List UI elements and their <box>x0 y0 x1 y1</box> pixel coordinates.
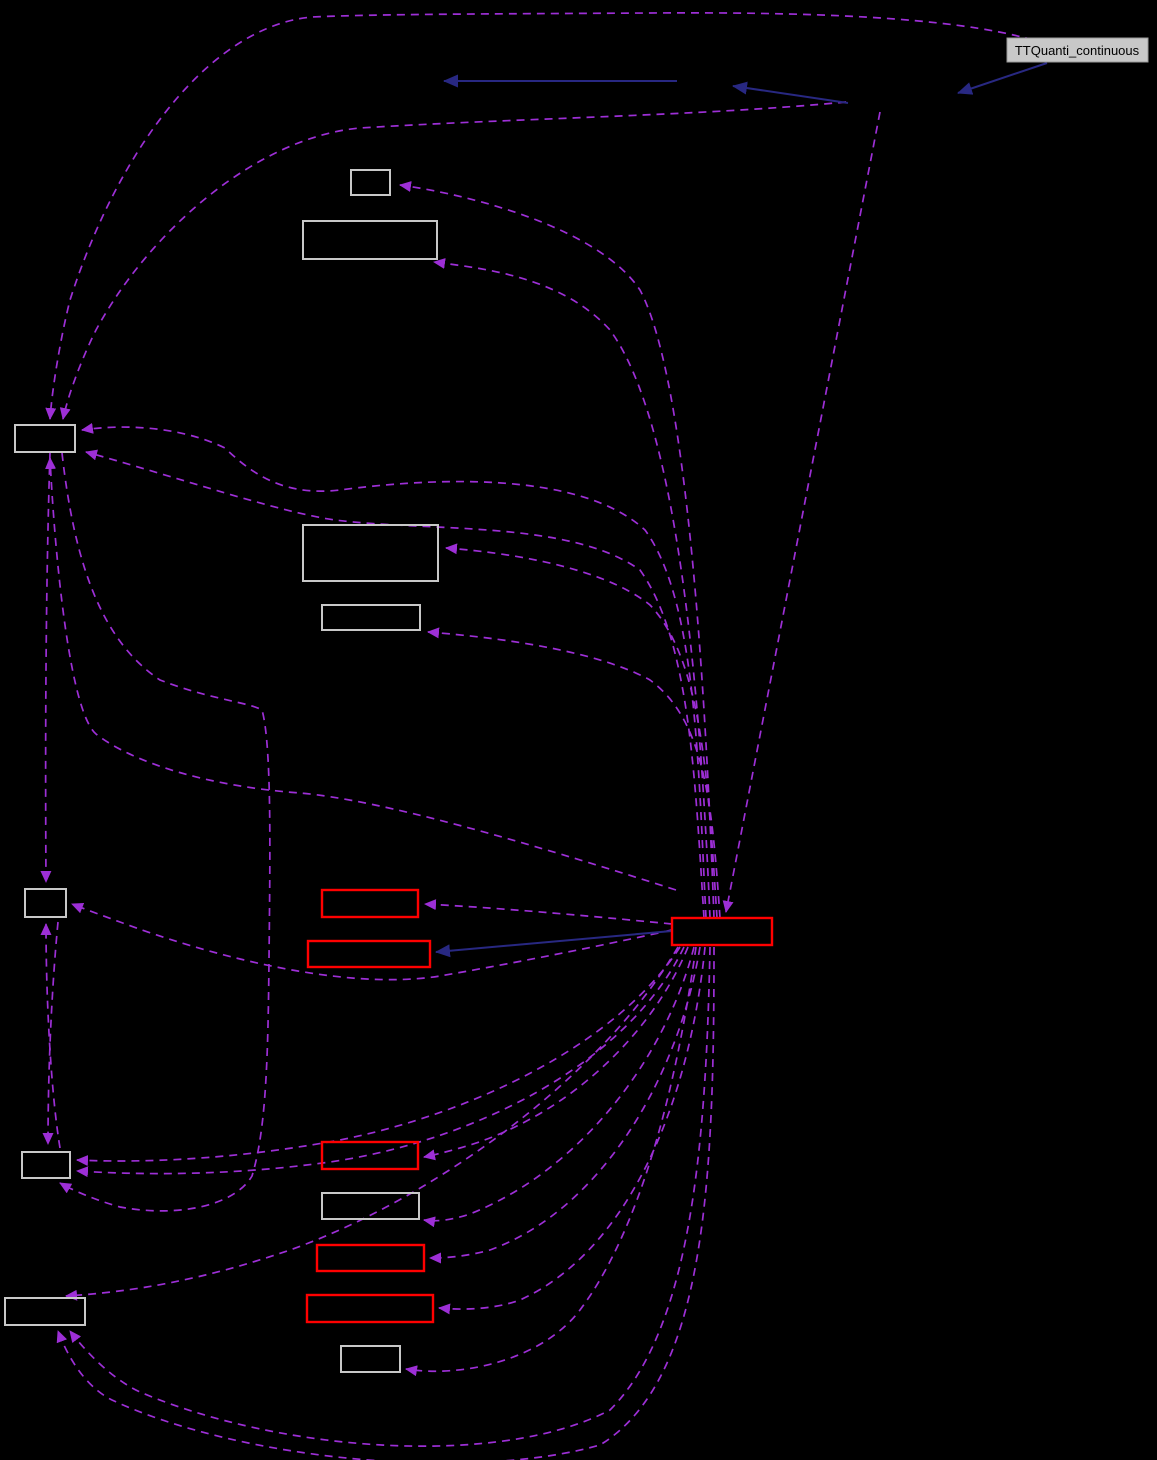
graph-node-red-bottom-2[interactable] <box>315 1243 426 1273</box>
current-node: TTQuanti_continuous <box>1006 37 1149 63</box>
dashed-edge-to-mid-large-box <box>445 543 718 919</box>
dashed-edge-to-left-box15-top <box>65 946 679 1301</box>
dashed-edge-group <box>40 12 1034 1460</box>
graph-node-red-mid-2[interactable] <box>306 939 432 969</box>
solid-edge-top-short <box>732 81 849 104</box>
dashed-edge-to-box14 <box>405 946 697 1377</box>
dashed-edge-to-left-small-box <box>71 902 673 981</box>
dashed-edge-leftcol-2-down <box>42 921 59 1145</box>
dashed-edge-long-vertical-270 <box>59 452 271 1212</box>
graph-node-red-mid-1[interactable] <box>320 888 420 919</box>
dashed-edge-to-box11 <box>423 946 695 1228</box>
dashed-edge-wavy-left-lower <box>85 449 705 919</box>
graph-node-top-wide[interactable] <box>302 220 438 260</box>
solid-edge-from-label <box>957 62 1048 95</box>
graph-node-left-lower[interactable] <box>21 1151 71 1179</box>
dashed-edge-lens-to-box3-bottom <box>45 457 677 891</box>
graph-node-red-bottom-3[interactable] <box>305 1293 435 1324</box>
dashed-edge-to-red-box7 <box>424 899 673 925</box>
graph-node-red-bottom-1[interactable] <box>320 1140 420 1171</box>
graph-node-mid-large[interactable] <box>302 524 439 582</box>
dashed-edge-to-wide-top-box <box>433 258 711 919</box>
dashed-edge-to-red-box12 <box>429 946 701 1264</box>
current-node-label: TTQuanti_continuous <box>1015 43 1140 58</box>
dashed-edge-wavy-left-upper <box>81 422 707 919</box>
graph-node-bottom-small[interactable] <box>340 1345 401 1373</box>
dashed-edge-to-left-box9-b <box>76 946 685 1178</box>
truncated-node-group <box>305 888 774 1324</box>
graph-node-left-small[interactable] <box>24 888 67 918</box>
dashed-edge-bottom-arc-inner <box>69 946 711 1448</box>
dashed-edge-bottom-arc-outer <box>56 946 715 1460</box>
dashed-edge-to-mid-small-box <box>427 627 721 919</box>
dashed-edge-top-outer-arc <box>45 12 1034 420</box>
current-node-box <box>1006 37 1149 63</box>
solid-edge-group <box>435 62 1048 958</box>
dashed-edge-to-red-box13 <box>438 946 706 1315</box>
graph-node-red-central[interactable] <box>670 916 774 947</box>
dashed-edge-topright-to-center <box>722 111 881 913</box>
dashed-edge-to-small-top-box <box>399 181 715 919</box>
graph-node-left-upper[interactable] <box>14 424 76 453</box>
graph-node-left-bottom[interactable] <box>4 1297 86 1326</box>
dashed-edge-leftcol-2-up <box>40 923 61 1149</box>
dashed-edge-leftcol-1 <box>40 452 52 883</box>
dashed-edge-top-inner-arc <box>59 101 847 420</box>
dashed-edge-to-red-box10 <box>423 946 689 1161</box>
graph-node-mid-small[interactable] <box>321 604 421 631</box>
solid-edge-center-to-red-box8 <box>435 930 673 958</box>
graph-node-bottom-white[interactable] <box>321 1192 420 1220</box>
plain-node-group <box>4 169 439 1373</box>
dashed-edge-to-left-box9-a <box>76 946 681 1167</box>
graph-node-top-small[interactable] <box>350 169 391 196</box>
